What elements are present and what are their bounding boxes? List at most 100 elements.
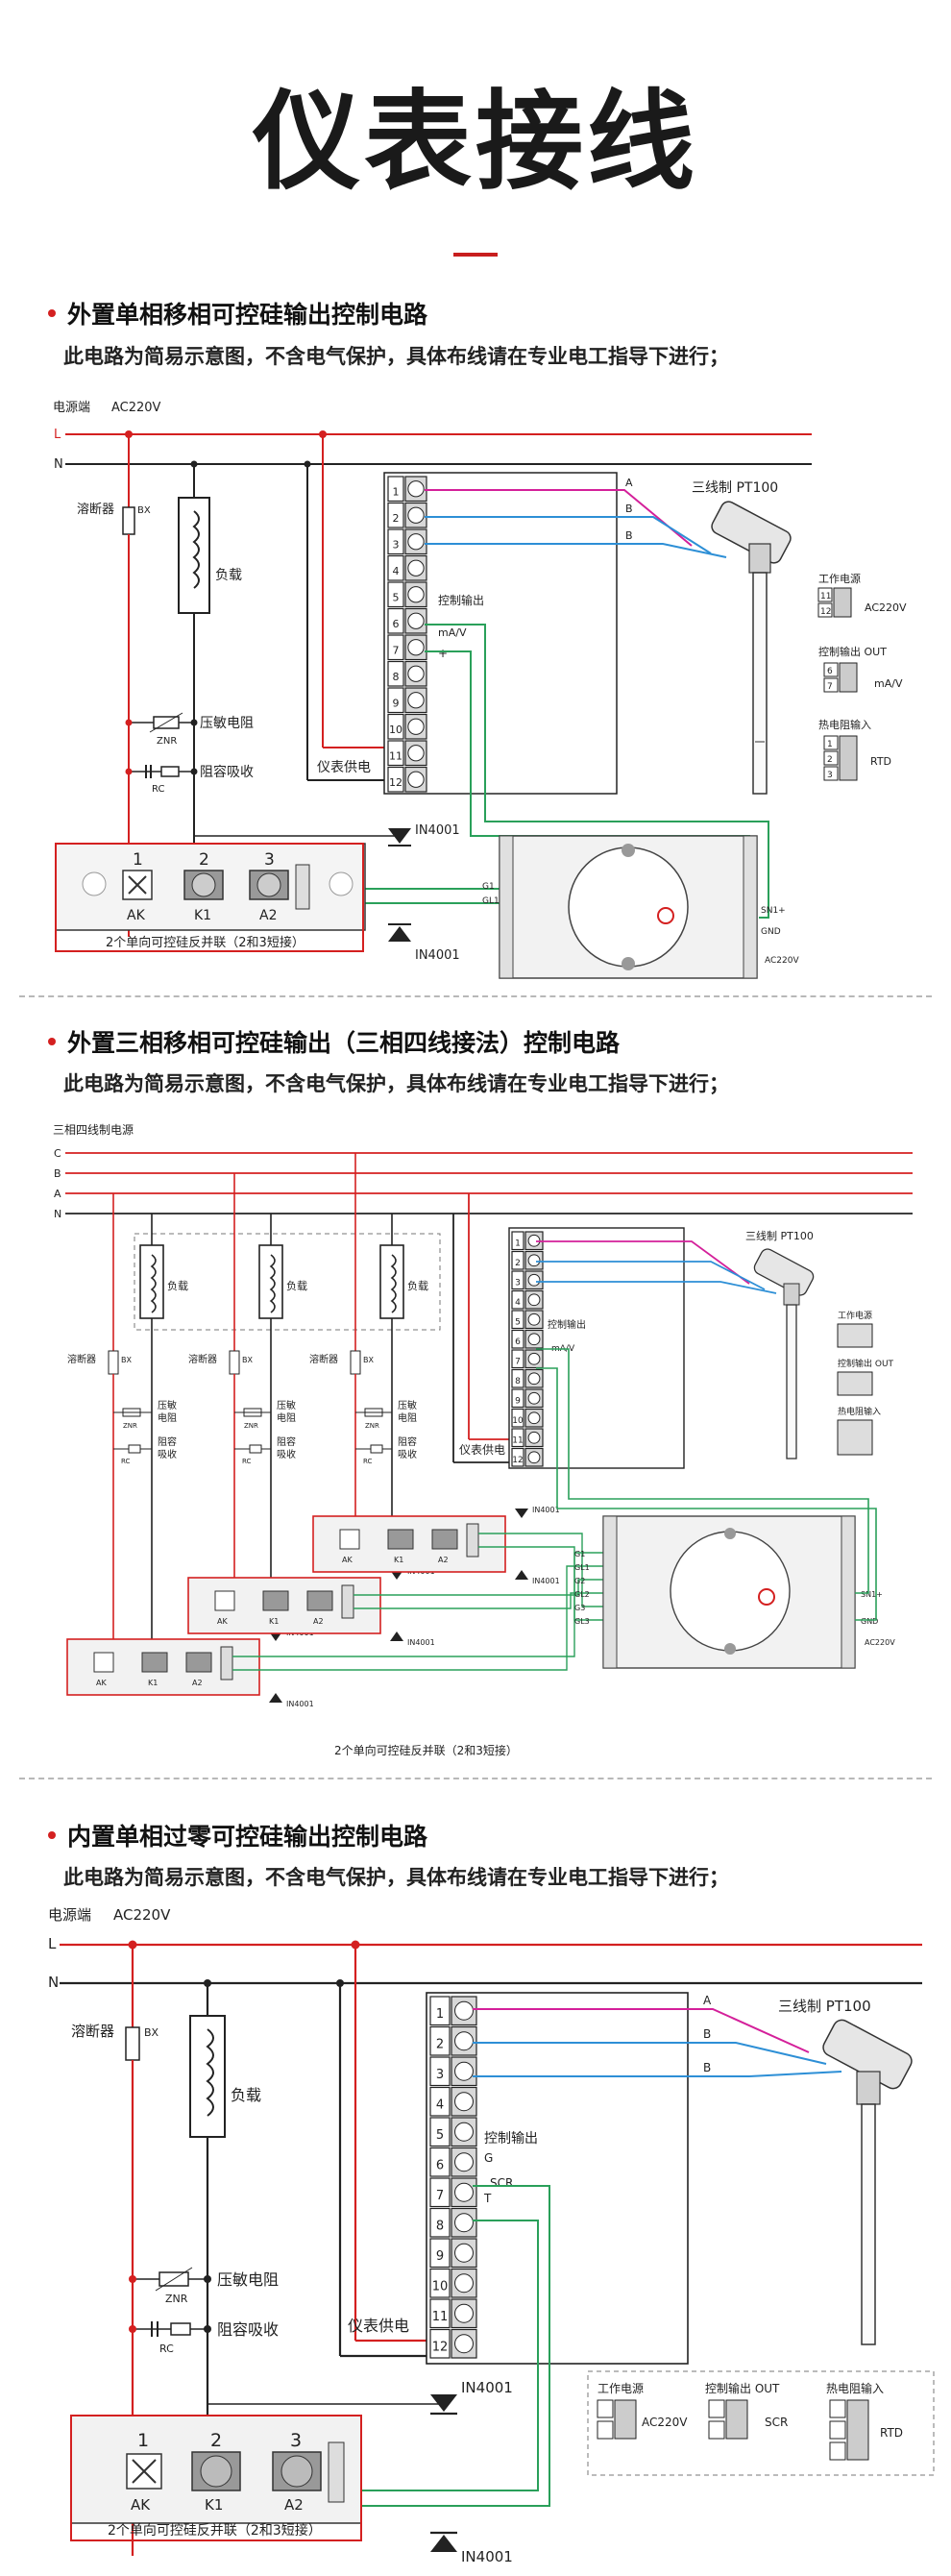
legend-term-7: 7 bbox=[827, 682, 833, 692]
diode-label: IN4001 bbox=[407, 1638, 435, 1647]
scr-a2: A2 bbox=[284, 2496, 304, 2514]
legend-scr-label: SCR bbox=[765, 2416, 788, 2429]
terminal-number: 12 bbox=[389, 776, 402, 789]
scr-label: SCR bbox=[490, 2176, 513, 2190]
terminal-number: 4 bbox=[436, 2098, 444, 2113]
load-label: 负载 bbox=[407, 1279, 428, 1292]
diode-symbol bbox=[388, 828, 411, 844]
scr-a2: A2 bbox=[259, 908, 277, 923]
line-L-label: L bbox=[48, 1935, 57, 1952]
terminal-screw-head bbox=[407, 665, 425, 682]
junction-dot bbox=[129, 2275, 136, 2283]
terminal-number: 3 bbox=[436, 2068, 444, 2082]
g1-label: G1 bbox=[482, 882, 495, 892]
rc-absorb-label: 阻容吸收 bbox=[217, 2320, 279, 2339]
fuse-label: 溶断器 bbox=[71, 2023, 114, 2040]
legend-ac-label: AC220V bbox=[865, 601, 907, 614]
meter-power-label: 仪表供电 bbox=[459, 1443, 505, 1457]
terminal-screw-head bbox=[527, 1273, 541, 1287]
terminal-number-box bbox=[387, 766, 404, 793]
trigger-connector-left bbox=[499, 835, 514, 979]
rc-label: RC bbox=[159, 2343, 174, 2355]
terminal-number: 2 bbox=[436, 2038, 444, 2052]
load-symbol bbox=[139, 1244, 164, 1319]
legend-rtd-title: 热电阻输入 bbox=[818, 718, 871, 731]
terminal-number-box bbox=[511, 1349, 524, 1369]
diode-label: IN4001 bbox=[286, 1700, 314, 1708]
znr-label: ZNR bbox=[365, 1422, 379, 1430]
fuse-bx-label: BX bbox=[137, 505, 151, 516]
scr-ak: AK bbox=[96, 1679, 107, 1687]
terminal-screw-head bbox=[407, 506, 425, 524]
scr-gate-block bbox=[328, 2441, 345, 2503]
load-label: 负载 bbox=[167, 1279, 188, 1292]
wire-A-label: A bbox=[625, 477, 633, 489]
diode-symbol bbox=[269, 1693, 282, 1703]
terminal-screw-head bbox=[407, 612, 425, 629]
scr-k1: K1 bbox=[148, 1679, 158, 1687]
terminal-number-box bbox=[511, 1231, 524, 1251]
screw bbox=[622, 957, 635, 970]
power-source-label: 电源端 bbox=[53, 401, 90, 415]
terminal-number: 7 bbox=[436, 2189, 444, 2203]
load-symbol bbox=[189, 2015, 226, 2138]
terminal-number: 1 bbox=[515, 1239, 521, 1248]
legend-power-title: 工作电源 bbox=[818, 572, 861, 585]
rc-label: 吸收 bbox=[398, 1448, 417, 1460]
legend-term-11: 11 bbox=[820, 592, 831, 601]
load-group bbox=[134, 1233, 441, 1331]
rtd-title: 三线制 PT100 bbox=[692, 480, 778, 496]
ac220-label: AC220V bbox=[765, 956, 799, 966]
terminal-number-box bbox=[429, 1996, 451, 2026]
terminal-number: 9 bbox=[393, 697, 400, 709]
wire-B2-label: B bbox=[703, 2061, 711, 2074]
legend-power-title: 工作电源 bbox=[597, 2382, 644, 2395]
terminal-number: 7 bbox=[393, 644, 400, 656]
legend-term-12: 12 bbox=[820, 607, 831, 617]
fuse-bx-label: BX bbox=[121, 1356, 132, 1364]
terminal-number: 6 bbox=[515, 1337, 521, 1347]
scr-terminal-1 bbox=[122, 870, 153, 900]
terminal-number: 3 bbox=[515, 1278, 521, 1288]
legend-out-title: 控制输出 OUT bbox=[705, 2381, 780, 2395]
wire-gate-l bbox=[232, 1565, 603, 1671]
terminal-number: 8 bbox=[393, 671, 400, 683]
terminal-number: 9 bbox=[515, 1396, 521, 1406]
terminal-screw-head bbox=[407, 559, 425, 577]
wire-ctrl-2 bbox=[536, 1367, 877, 1621]
scr-k1: K1 bbox=[269, 1617, 279, 1626]
rc-label: 吸收 bbox=[277, 1448, 296, 1460]
terminal-screw-head bbox=[407, 533, 425, 551]
legend-out-title: 控制输出 OUT bbox=[818, 645, 887, 658]
gl3-label: GL3 bbox=[574, 1617, 590, 1626]
mount-hole bbox=[82, 871, 107, 896]
diode-label: IN4001 bbox=[532, 1577, 560, 1585]
fuse-label: 溶断器 bbox=[77, 503, 114, 517]
terminal-number: 8 bbox=[515, 1377, 521, 1386]
fuse-symbol bbox=[108, 1350, 119, 1375]
varistor-label: 压敏 bbox=[158, 1399, 177, 1411]
znr-label: ZNR bbox=[123, 1422, 137, 1430]
load-symbol bbox=[258, 1244, 283, 1319]
bullet-dot bbox=[48, 1038, 56, 1045]
legend-ac-label: AC220V bbox=[642, 2416, 688, 2429]
plus-label: + bbox=[438, 647, 448, 660]
sn1-label: SN1+ bbox=[761, 906, 786, 916]
terminal-number-box bbox=[511, 1270, 524, 1290]
diode-symbol bbox=[515, 1509, 528, 1518]
terminal-screw-head bbox=[454, 2092, 474, 2112]
wire-gate-l bbox=[478, 1546, 603, 1621]
meter-power-label: 仪表供电 bbox=[348, 2317, 409, 2335]
wire-B1 bbox=[425, 516, 712, 554]
resistor-symbol bbox=[128, 1444, 141, 1454]
terminal-number-box bbox=[387, 554, 404, 581]
terminal-screw-head bbox=[454, 2243, 474, 2263]
terminal-number: 11 bbox=[389, 749, 402, 762]
scr-num-2: 2 bbox=[199, 850, 209, 870]
rc-absorb-label: 阻容吸收 bbox=[200, 764, 254, 780]
terminal-number-box bbox=[387, 713, 404, 740]
terminal-number-box bbox=[387, 502, 404, 528]
phase-A-label: A bbox=[54, 1188, 61, 1200]
terminal-number-box bbox=[387, 528, 404, 555]
